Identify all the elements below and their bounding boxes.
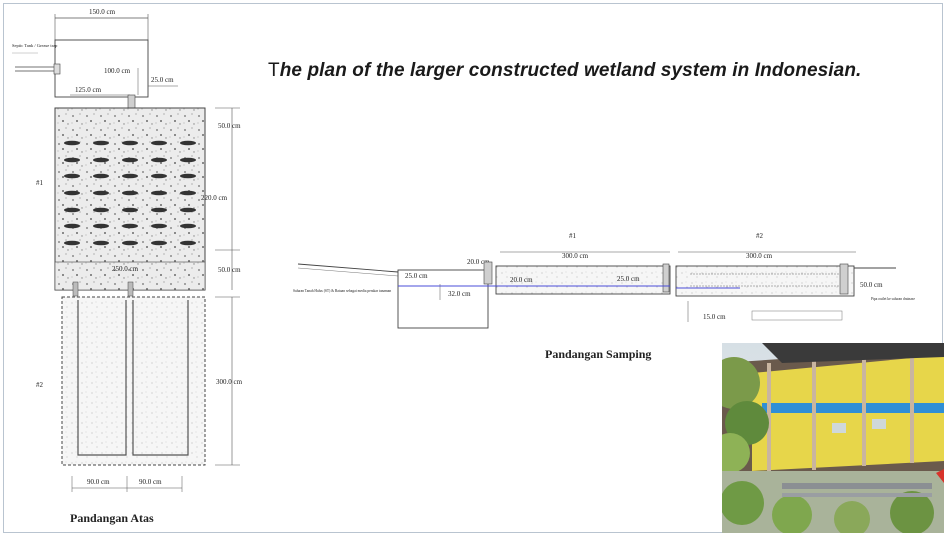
note-right: Pipa outlet ke saluran drainase [871, 297, 915, 301]
dim-32: 32.0 cm [448, 290, 471, 298]
note-left: Saluran Tanah Halus (ST) & Batuan sebaga… [293, 289, 391, 293]
settling-tank [397, 269, 489, 329]
dim-top-width: 150.0 cm [89, 8, 116, 16]
dim-250: 250.0 cm [112, 265, 139, 273]
side-cell-1 [495, 265, 671, 295]
inlet-box [54, 39, 149, 98]
dim-50-bottom: 50.0 cm [218, 266, 241, 274]
figure-title: The plan of the larger constructed wetla… [268, 60, 862, 81]
dim-inner-100: 100.0 cm [104, 67, 131, 75]
caption-top-view: Pandangan Atas [70, 511, 154, 525]
figure-frame [3, 3, 943, 533]
dim-25-mid: 25.0 cm [617, 275, 640, 283]
dim-300-1: 300.0 cm [562, 252, 589, 260]
inlet-label: Septic Tank / Grease trap [12, 43, 58, 48]
dim-50: 50.0 cm [860, 281, 883, 289]
dim-15: 15.0 cm [703, 313, 726, 321]
collector-pipe-left [77, 300, 127, 456]
top-view: 150.0 cm Septic Tank / Grease trap 100.0… [12, 8, 243, 525]
dim-20-top: 20.0 cm [467, 258, 490, 266]
dim-20-mid: 20.0 cm [510, 276, 533, 284]
side-cell-1-label: #1 [569, 232, 577, 240]
cell-1-gravel [54, 107, 206, 291]
plant-rows [64, 140, 196, 246]
site-photo-drawing [722, 343, 944, 533]
cell-1-label: #1 [36, 179, 44, 187]
dim-25-left: 25.0 cm [405, 272, 428, 280]
dim-220: 220.0 cm [201, 194, 228, 202]
side-cell-2-label: #2 [756, 232, 764, 240]
dim-300: 300.0 cm [216, 378, 243, 386]
side-view: Saluran Tanah Halus (ST) & Batuan sebaga… [293, 232, 915, 361]
side-cell-2 [675, 265, 855, 297]
cell-2-label: #2 [36, 381, 44, 389]
ground-left [297, 263, 399, 273]
dim-125: 125.0 cm [75, 86, 102, 94]
caption-side-view: Pandangan Samping [545, 347, 651, 361]
dim-90-right: 90.0 cm [139, 478, 162, 486]
dim-25: 25.0 cm [151, 76, 174, 84]
site-photo [722, 343, 944, 533]
dim-90-left: 90.0 cm [87, 478, 110, 486]
collector-pipe-right [132, 300, 189, 456]
dim-50-top: 50.0 cm [218, 122, 241, 130]
dim-300-2: 300.0 cm [746, 252, 773, 260]
